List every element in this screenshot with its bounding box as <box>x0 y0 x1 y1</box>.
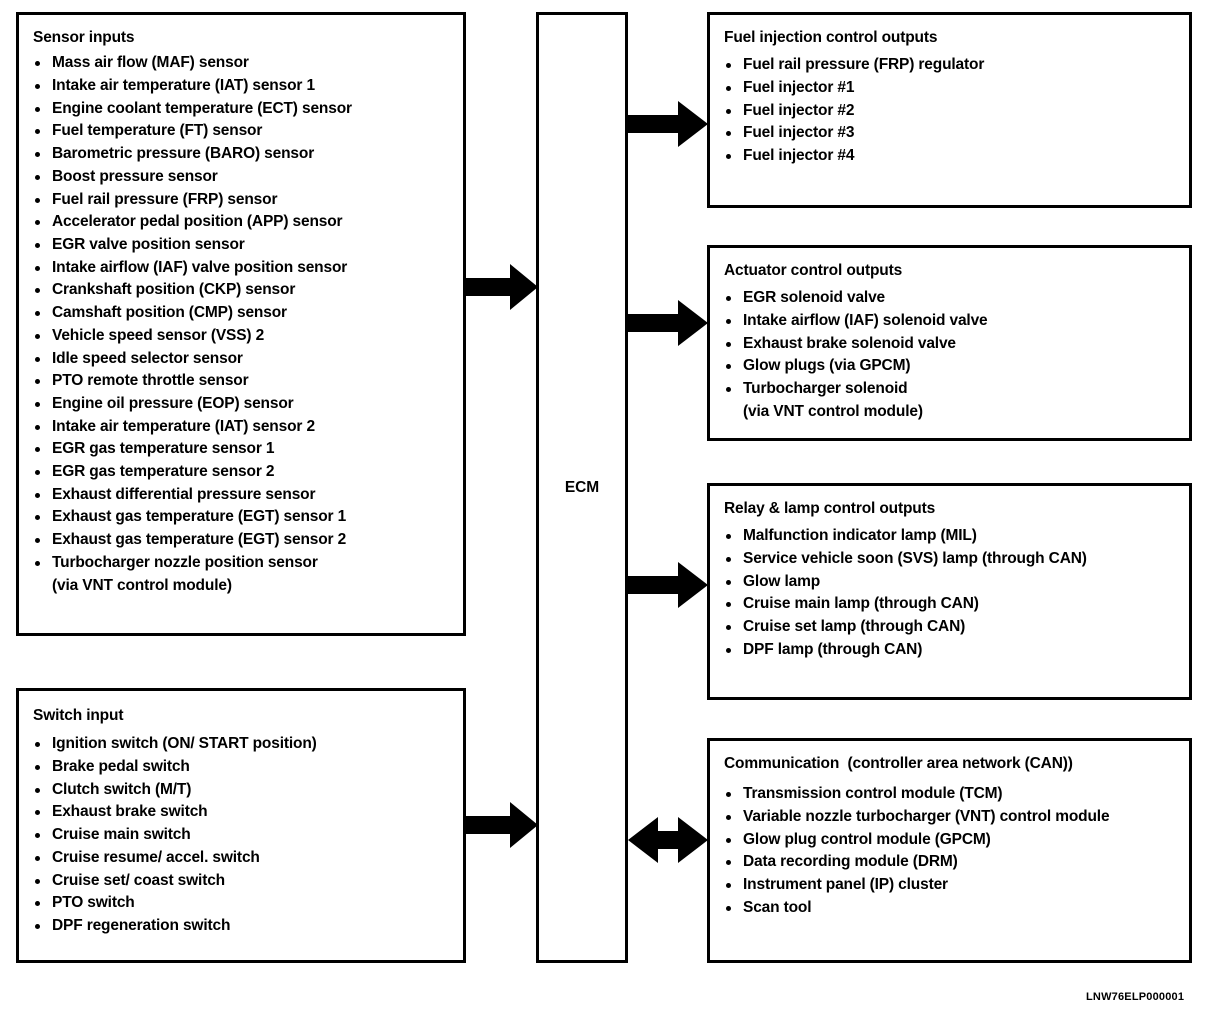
arrow-ecm-to-communication <box>628 817 708 863</box>
list-item: DPF regeneration switch <box>33 915 453 938</box>
list-item: Fuel rail pressure (FRP) regulator <box>724 54 1179 77</box>
list-item: Fuel injector #1 <box>724 77 1179 100</box>
arrow-switch-input-to-ecm <box>466 802 538 848</box>
list-item: Exhaust brake solenoid valve <box>724 333 1179 356</box>
list-item: Cruise main switch <box>33 824 453 847</box>
list-item: Instrument panel (IP) cluster <box>724 874 1179 897</box>
list-item: Barometric pressure (BARO) sensor <box>33 143 453 166</box>
list-item: Cruise set/ coast switch <box>33 870 453 893</box>
figure-caption: LNW76ELP000001 <box>1086 991 1185 1003</box>
list-item: PTO switch <box>33 892 453 915</box>
list-item: Engine coolant temperature (ECT) sensor <box>33 98 453 121</box>
list-item: Transmission control module (TCM) <box>724 783 1179 806</box>
list-item: Camshaft position (CMP) sensor <box>33 302 453 325</box>
fuel-injection-title: Fuel injection control outputs <box>724 29 938 46</box>
list-item: Turbocharger solenoid (via VNT control m… <box>724 378 1179 423</box>
ecm-label: ECM <box>564 478 600 496</box>
list-item: Data recording module (DRM) <box>724 851 1179 874</box>
list-item: Idle speed selector sensor <box>33 348 453 371</box>
list-item: EGR gas temperature sensor 1 <box>33 438 453 461</box>
list-item: Fuel injector #3 <box>724 122 1179 145</box>
list-item: Scan tool <box>724 897 1179 920</box>
list-item: Exhaust brake switch <box>33 801 453 824</box>
arrow-ecm-to-relay-lamp <box>628 562 708 608</box>
list-item: Fuel rail pressure (FRP) sensor <box>33 189 453 212</box>
list-item: EGR valve position sensor <box>33 234 453 257</box>
list-item: Turbocharger nozzle position sensor (via… <box>33 552 453 597</box>
communication-box: Communication (controller area network (… <box>707 738 1192 963</box>
list-item: Cruise set lamp (through CAN) <box>724 616 1179 639</box>
actuator-list: EGR solenoid valve Intake airflow (IAF) … <box>724 287 1179 423</box>
list-item: Glow plugs (via GPCM) <box>724 355 1179 378</box>
list-item: Glow lamp <box>724 571 1179 594</box>
list-item: Exhaust gas temperature (EGT) sensor 1 <box>33 506 453 529</box>
sensor-inputs-title: Sensor inputs <box>33 29 135 46</box>
list-item: Fuel injector #4 <box>724 145 1179 168</box>
sensor-inputs-box: Sensor inputs Mass air flow (MAF) sensor… <box>16 12 466 636</box>
communication-list: Transmission control module (TCM) Variab… <box>724 783 1179 919</box>
list-item: Intake air temperature (IAT) sensor 2 <box>33 416 453 439</box>
list-item: Variable nozzle turbocharger (VNT) contr… <box>724 806 1179 829</box>
arrow-ecm-to-fuel-injection <box>628 101 708 147</box>
switch-input-list: Ignition switch (ON/ START position) Bra… <box>33 733 453 937</box>
list-item: Ignition switch (ON/ START position) <box>33 733 453 756</box>
list-item: Intake air temperature (IAT) sensor 1 <box>33 75 453 98</box>
sensor-inputs-list: Mass air flow (MAF) sensor Intake air te… <box>33 52 453 597</box>
relay-lamp-title: Relay & lamp control outputs <box>724 500 936 517</box>
list-item: EGR gas temperature sensor 2 <box>33 461 453 484</box>
list-item: Accelerator pedal position (APP) sensor <box>33 211 453 234</box>
list-item: Service vehicle soon (SVS) lamp (through… <box>724 548 1179 571</box>
list-item: Brake pedal switch <box>33 756 453 779</box>
ecm-box: ECM <box>536 12 628 963</box>
list-item: Malfunction indicator lamp (MIL) <box>724 525 1179 548</box>
actuator-control-outputs-box: Actuator control outputs EGR solenoid va… <box>707 245 1192 441</box>
arrow-ecm-to-actuator <box>628 300 708 346</box>
list-item: Glow plug control module (GPCM) <box>724 829 1179 852</box>
switch-input-title: Switch input <box>33 707 124 724</box>
relay-lamp-control-outputs-box: Relay & lamp control outputs Malfunction… <box>707 483 1192 700</box>
list-item: Exhaust gas temperature (EGT) sensor 2 <box>33 529 453 552</box>
fuel-injection-control-outputs-box: Fuel injection control outputs Fuel rail… <box>707 12 1192 208</box>
list-item: Cruise resume/ accel. switch <box>33 847 453 870</box>
arrow-sensor-inputs-to-ecm <box>466 264 538 310</box>
switch-input-box: Switch input Ignition switch (ON/ START … <box>16 688 466 963</box>
list-item: Fuel injector #2 <box>724 100 1179 123</box>
list-item: EGR solenoid valve <box>724 287 1179 310</box>
actuator-title: Actuator control outputs <box>724 262 903 279</box>
list-item: Exhaust differential pressure sensor <box>33 484 453 507</box>
list-item: Fuel temperature (FT) sensor <box>33 120 453 143</box>
fuel-injection-list: Fuel rail pressure (FRP) regulator Fuel … <box>724 54 1179 168</box>
list-item: PTO remote throttle sensor <box>33 370 453 393</box>
list-item: Intake airflow (IAF) valve position sens… <box>33 257 453 280</box>
list-item: Crankshaft position (CKP) sensor <box>33 279 453 302</box>
list-item: Intake airflow (IAF) solenoid valve <box>724 310 1179 333</box>
list-item: Vehicle speed sensor (VSS) 2 <box>33 325 453 348</box>
list-item: Boost pressure sensor <box>33 166 453 189</box>
relay-lamp-list: Malfunction indicator lamp (MIL) Service… <box>724 525 1179 661</box>
list-item: Cruise main lamp (through CAN) <box>724 593 1179 616</box>
communication-title: Communication (controller area network (… <box>724 755 1073 772</box>
list-item: DPF lamp (through CAN) <box>724 639 1179 662</box>
list-item: Mass air flow (MAF) sensor <box>33 52 453 75</box>
list-item: Engine oil pressure (EOP) sensor <box>33 393 453 416</box>
list-item: Clutch switch (M/T) <box>33 779 453 802</box>
